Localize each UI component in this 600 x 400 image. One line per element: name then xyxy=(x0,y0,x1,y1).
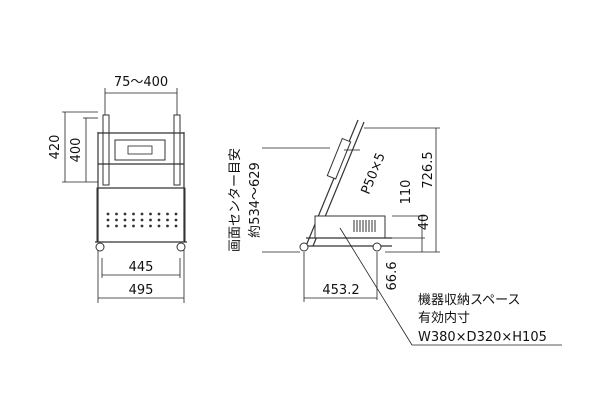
storage-leader-line xyxy=(339,227,413,346)
perforation-dot xyxy=(157,218,161,222)
tilt-label: P50×5 xyxy=(359,151,389,197)
height-inner-label: 400 xyxy=(69,138,84,163)
mount-plate-slot xyxy=(127,145,153,155)
perforation-dot xyxy=(115,212,118,216)
perforation-dot xyxy=(115,224,118,228)
perforation-dot xyxy=(132,218,135,222)
perforation-dot xyxy=(174,212,178,216)
perforation-dot xyxy=(157,224,161,228)
monitor-bracket xyxy=(326,137,352,180)
perforation-dot xyxy=(132,224,135,228)
height-total-label: 726.5 xyxy=(421,151,436,188)
storage-vent xyxy=(353,220,376,232)
width-outer-label: 495 xyxy=(129,283,154,298)
height-66-label: 66.6 xyxy=(385,262,400,291)
perforation-dot xyxy=(149,212,152,216)
perforation-dot xyxy=(149,224,152,228)
perforation-dot xyxy=(140,212,144,216)
perforation-dot xyxy=(106,218,110,222)
storage-note-subtitle: 有効内寸 xyxy=(418,310,470,326)
width-inner-label: 445 xyxy=(129,260,154,275)
perforation-dot xyxy=(174,218,178,222)
mount-plate xyxy=(114,139,166,161)
caster-side-right xyxy=(372,242,382,252)
perforation-dot xyxy=(106,224,110,228)
perforation-dot xyxy=(157,212,161,216)
perforation-dot xyxy=(149,218,152,222)
perforation-dot xyxy=(106,212,110,216)
perforation-dot xyxy=(166,224,169,228)
perforation-dot xyxy=(123,212,127,216)
perforation-dot xyxy=(132,212,135,216)
perforation-dot xyxy=(140,224,144,228)
perforation-dot xyxy=(115,218,118,222)
storage-note-title: 機器収納スペース xyxy=(418,293,520,308)
perforation-dot xyxy=(166,218,169,222)
vesa-rail-left xyxy=(102,114,110,186)
height-40-label: 40 xyxy=(417,214,432,231)
front-view: 75～400 420 400 445 xyxy=(48,75,187,303)
storage-note-dimensions: W380×D320×H105 xyxy=(418,330,547,345)
perforated-panel xyxy=(106,212,178,228)
vesa-range-label: 75～400 xyxy=(114,75,168,90)
caster-side-left xyxy=(299,242,309,252)
perforation-dot xyxy=(123,224,127,228)
screen-center-range: 約534～629 xyxy=(248,162,263,238)
perforation-dot xyxy=(166,212,169,216)
height-outer-label: 420 xyxy=(48,135,63,160)
perforation-dot xyxy=(140,218,144,222)
height-110-label: 110 xyxy=(399,180,414,205)
perforation-dot xyxy=(123,218,127,222)
screen-center-label: 画面センター目安 xyxy=(228,148,243,252)
vesa-rail-right xyxy=(173,114,181,186)
caster-front-right xyxy=(176,242,186,252)
caster-front-left xyxy=(95,242,105,252)
front-cabinet-body xyxy=(96,187,186,243)
perforation-dot xyxy=(174,224,178,228)
side-view: 画面センター目安 約534～629 P50×5 726.5 110 40 66.… xyxy=(228,119,562,346)
depth-label: 453.2 xyxy=(322,283,359,298)
